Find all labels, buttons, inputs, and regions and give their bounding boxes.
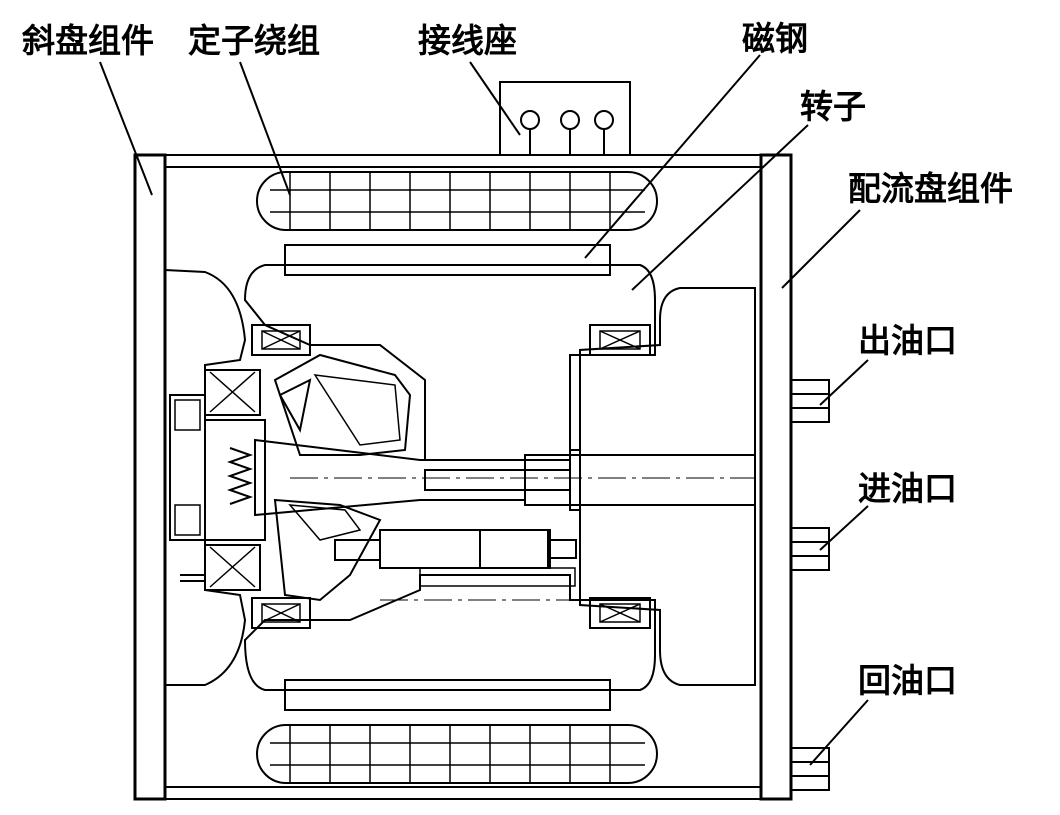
bearing-rotor-bottom-right (589, 597, 651, 629)
leader-lines (99, 54, 869, 766)
spring (226, 447, 254, 505)
rotor-body-lower (243, 574, 656, 691)
bearing-rotor-bottom-left (251, 597, 311, 629)
bearing-rotor-top-right (589, 324, 651, 356)
shaft-end-mechanism (169, 369, 266, 591)
central-shaft (254, 438, 756, 517)
right-end-plate (759, 153, 793, 801)
label-terminal-block: 接线座 (418, 21, 517, 60)
left-end-plate (133, 153, 167, 801)
terminal-pin-2 (560, 110, 580, 130)
oil-inlet-port (790, 527, 830, 571)
label-stator-winding: 定子绕组 (188, 21, 320, 60)
piston-upper (273, 353, 412, 456)
piston-lower (273, 498, 577, 602)
oil-return-port (790, 747, 830, 791)
label-oil-return: 回油口 (858, 661, 957, 700)
magnet-bottom (284, 679, 611, 711)
label-oil-inlet: 进油口 (858, 469, 957, 508)
bearing-rotor-top-left (251, 324, 311, 356)
terminal-block (499, 81, 631, 156)
magnet-top (284, 244, 611, 276)
port-plate-block (579, 287, 756, 686)
label-oil-outlet: 出油口 (858, 321, 957, 360)
label-port-plate: 配流盘组件 (848, 169, 1013, 208)
terminal-pin-1 (520, 110, 540, 130)
label-rotor: 转子 (800, 87, 866, 126)
oil-outlet-port (790, 379, 830, 423)
label-magnet: 磁钢 (742, 19, 808, 58)
label-swashplate: 斜盘组件 (22, 21, 154, 60)
stator-winding-bottom (256, 724, 658, 784)
stator-winding-top (256, 171, 658, 231)
terminal-pin-3 (594, 110, 614, 130)
